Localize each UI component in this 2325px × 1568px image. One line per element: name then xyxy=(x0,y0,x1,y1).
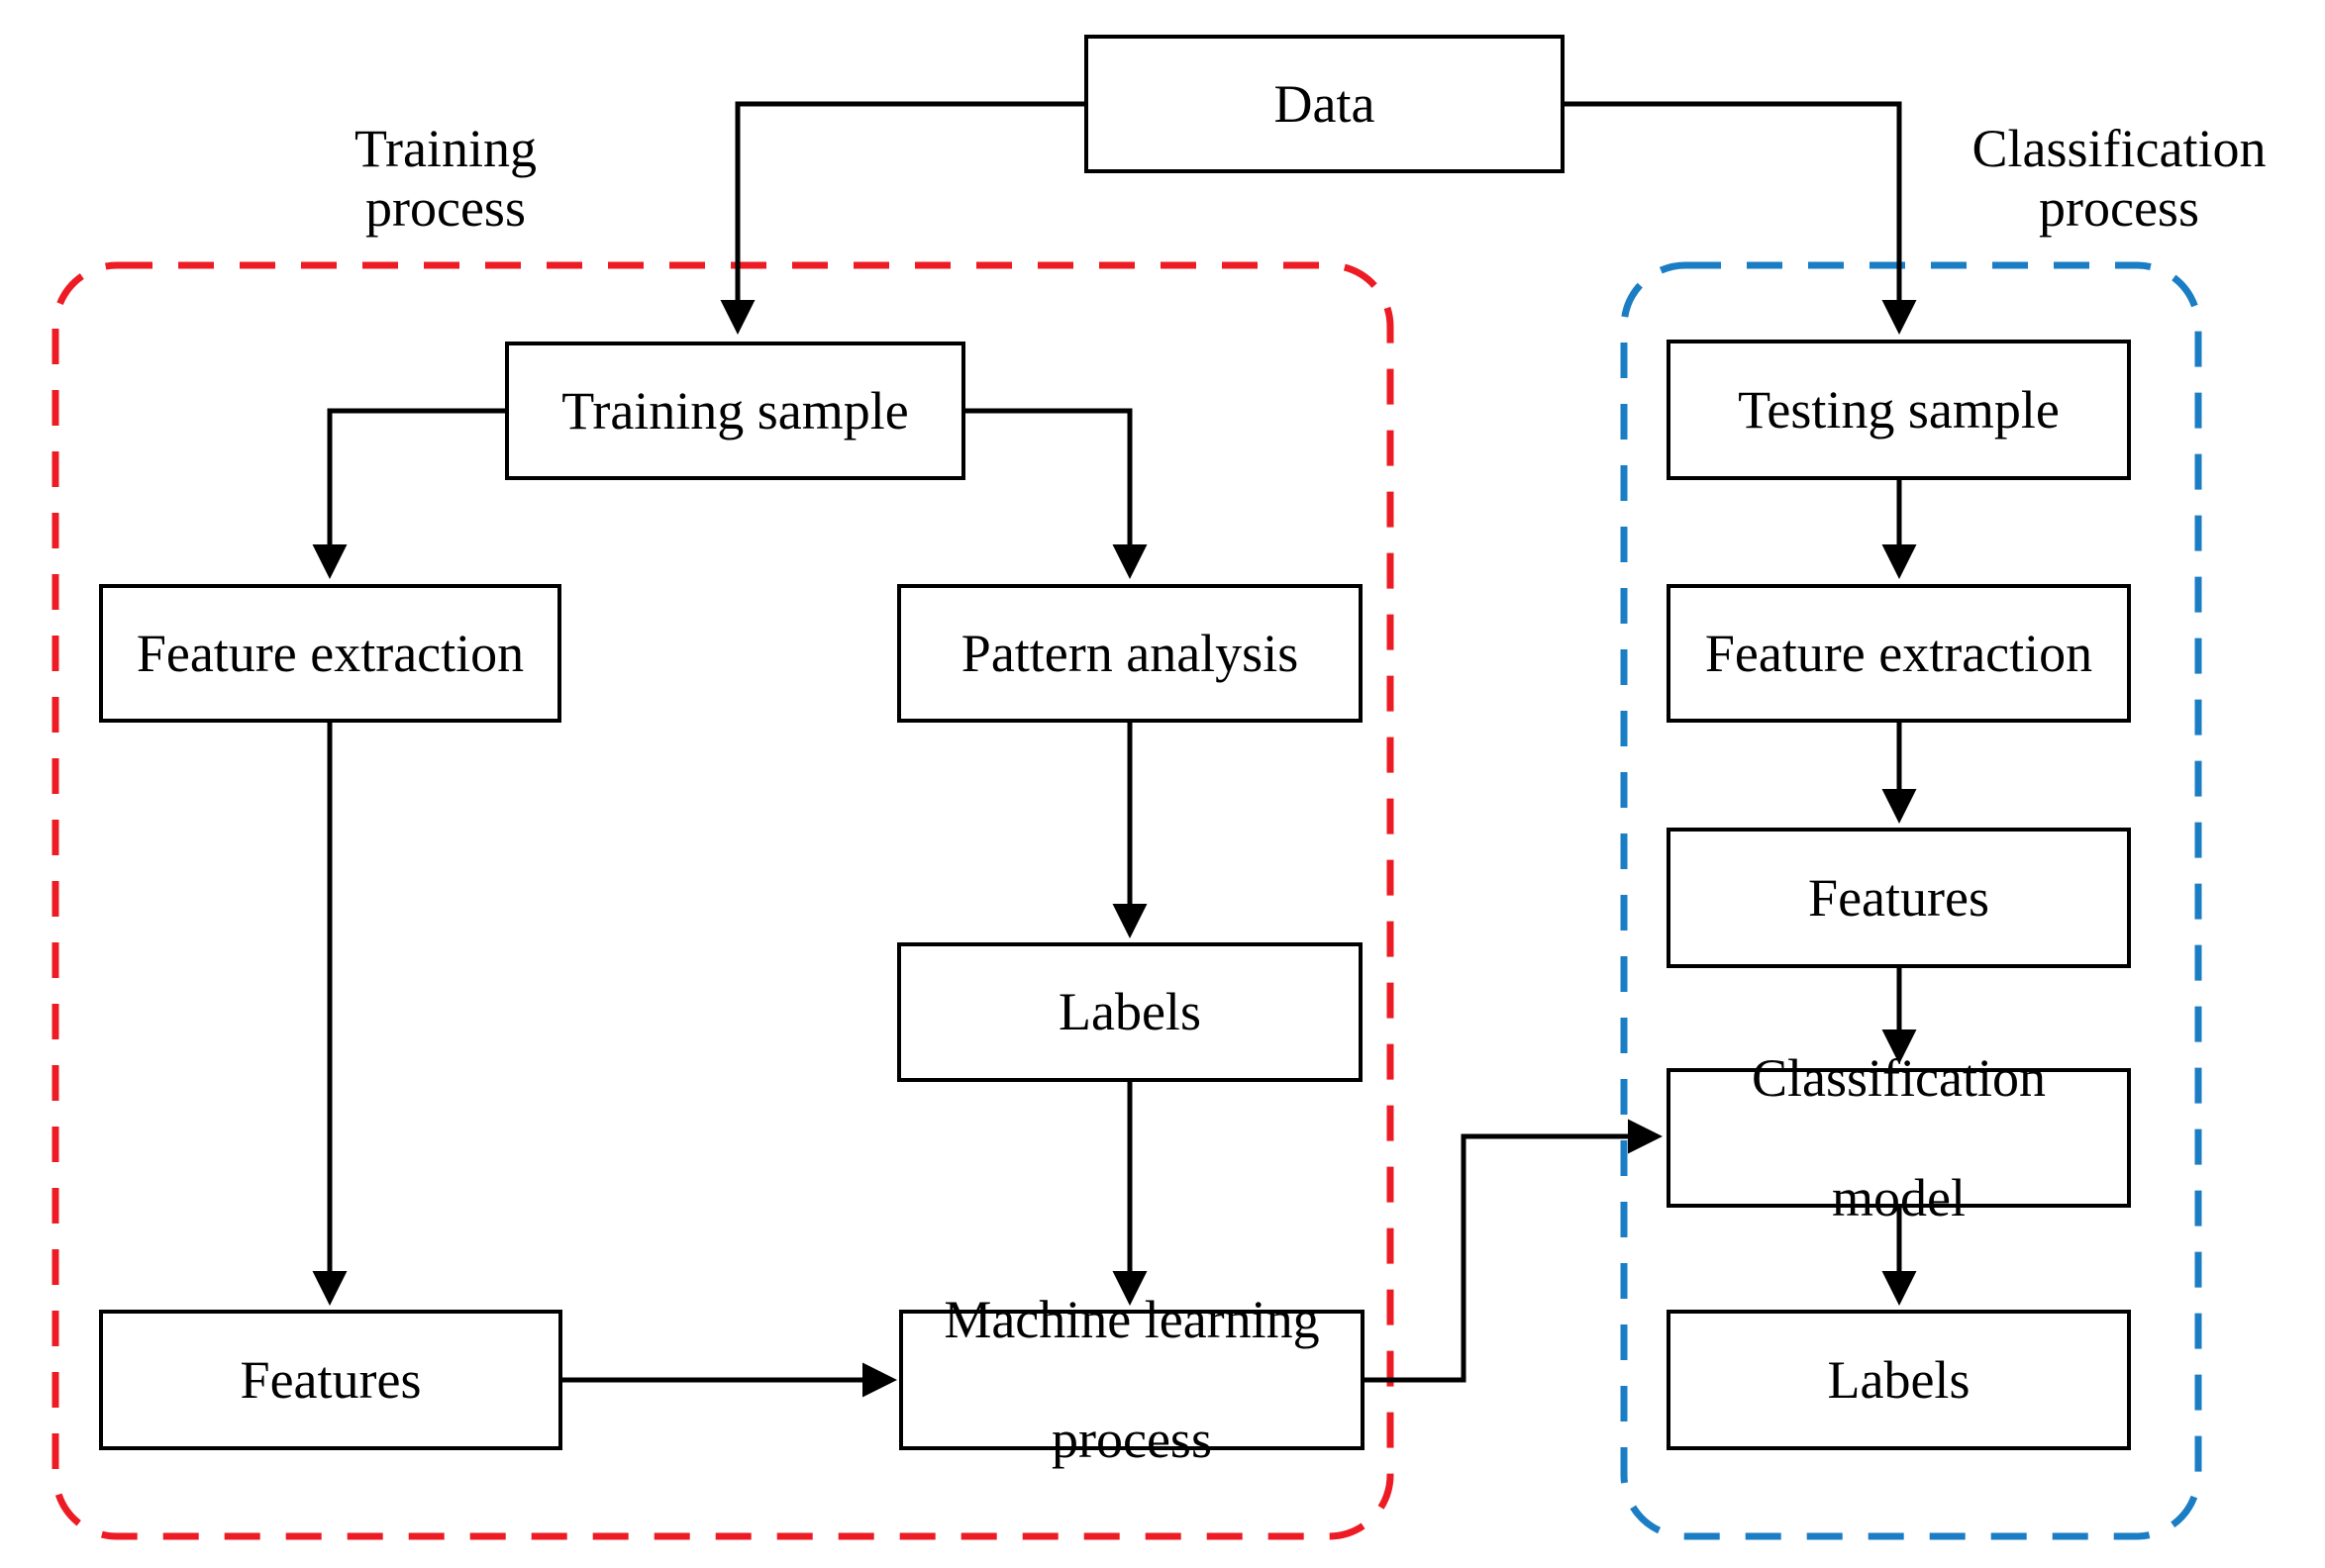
node-testing-sample[interactable]: Testing sample xyxy=(1667,340,2131,480)
training-process-group-label: Training process xyxy=(297,119,594,239)
node-feature-extraction-train[interactable]: Feature extraction xyxy=(99,584,561,723)
node-machine-learning-process-line1: Machine learning xyxy=(944,1290,1320,1350)
node-feature-extraction-test[interactable]: Feature extraction xyxy=(1667,584,2131,723)
node-machine-learning-process[interactable]: Machine learning process xyxy=(899,1290,1365,1469)
node-features-train[interactable]: Features xyxy=(99,1310,562,1450)
node-classification-model-line1: Classification xyxy=(1752,1047,2046,1108)
node-features-test[interactable]: Features xyxy=(1667,828,2131,968)
classification-process-group-border xyxy=(1620,261,2202,1540)
edge-data-to-training-sample xyxy=(720,101,1084,335)
edge-training-sample-to-pattern-analysis xyxy=(965,408,1148,579)
training-process-label-line2: process xyxy=(365,178,526,239)
training-process-group-border xyxy=(51,261,1394,1540)
classification-process-group-label: Classification process xyxy=(1911,119,2325,239)
node-labels-test-label: Labels xyxy=(1827,1349,1971,1410)
node-machine-learning-process-line2: process xyxy=(1052,1410,1212,1470)
edge-machine-learning-to-classification-model xyxy=(1365,1119,1663,1383)
edge-data-to-testing-sample xyxy=(1565,101,1917,335)
classification-process-label-line2: process xyxy=(2039,178,2199,239)
node-data[interactable]: Data xyxy=(1084,35,1565,173)
classification-process-label-line1: Classification xyxy=(1971,119,2267,178)
node-data-label: Data xyxy=(1273,73,1375,134)
node-classification-model-line2: model xyxy=(1832,1167,1966,1227)
node-pattern-analysis[interactable]: Pattern analysis xyxy=(897,584,1363,723)
node-machine-learning-process-label: Machine learning process xyxy=(924,1290,1339,1469)
node-features-train-label: Features xyxy=(240,1349,422,1410)
node-feature-extraction-test-label: Feature extraction xyxy=(1704,623,2093,683)
node-training-sample[interactable]: Training sample xyxy=(505,342,965,480)
edge-training-sample-to-feature-extraction xyxy=(312,408,505,579)
training-process-label-line1: Training xyxy=(354,119,538,178)
node-pattern-analysis-label: Pattern analysis xyxy=(960,623,1299,683)
node-training-sample-label: Training sample xyxy=(561,380,909,441)
node-classification-model-label: Classification model xyxy=(1732,1048,2066,1227)
node-labels-train-label: Labels xyxy=(1059,982,1201,1042)
node-classification-model[interactable]: Classification model xyxy=(1667,1048,2131,1227)
node-feature-extraction-train-label: Feature extraction xyxy=(136,623,525,683)
node-labels-train[interactable]: Labels xyxy=(897,942,1363,1082)
node-testing-sample-label: Testing sample xyxy=(1738,379,2060,440)
node-labels-test[interactable]: Labels xyxy=(1667,1310,2131,1450)
node-features-test-label: Features xyxy=(1808,867,1989,928)
